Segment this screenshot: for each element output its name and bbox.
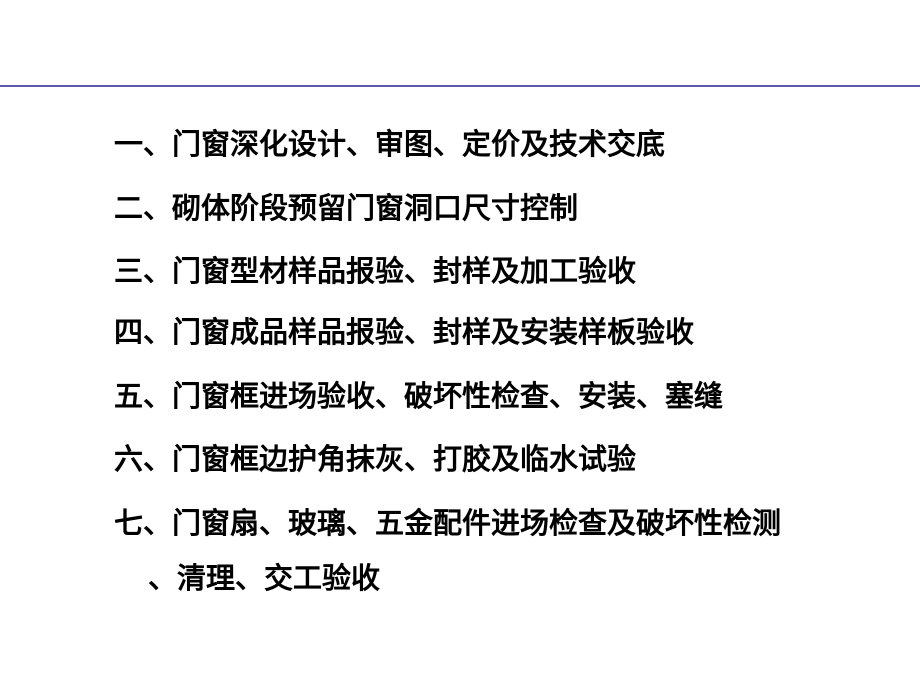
step-7: 七、门窗扇、玻璃、五金配件进场检查及破坏性检测 <box>114 506 782 540</box>
step-1: 一、门窗深化设计、审图、定价及技术交底 <box>114 127 666 161</box>
step-6: 六、门窗框边护角抹灰、打胶及临水试验 <box>114 442 637 476</box>
step-7-continuation: 、清理、交工验收 <box>148 561 381 595</box>
step-3: 三、门窗型材样品报验、封样及加工验收 <box>114 254 637 288</box>
step-4: 四、门窗成品样品报验、封样及安装样板验收 <box>114 315 695 349</box>
step-5: 五、门窗框进场验收、破坏性检查、安装、塞缝 <box>114 379 724 413</box>
header-divider-line <box>0 85 920 87</box>
step-2: 二、砌体阶段预留门窗洞口尺寸控制 <box>114 191 579 225</box>
